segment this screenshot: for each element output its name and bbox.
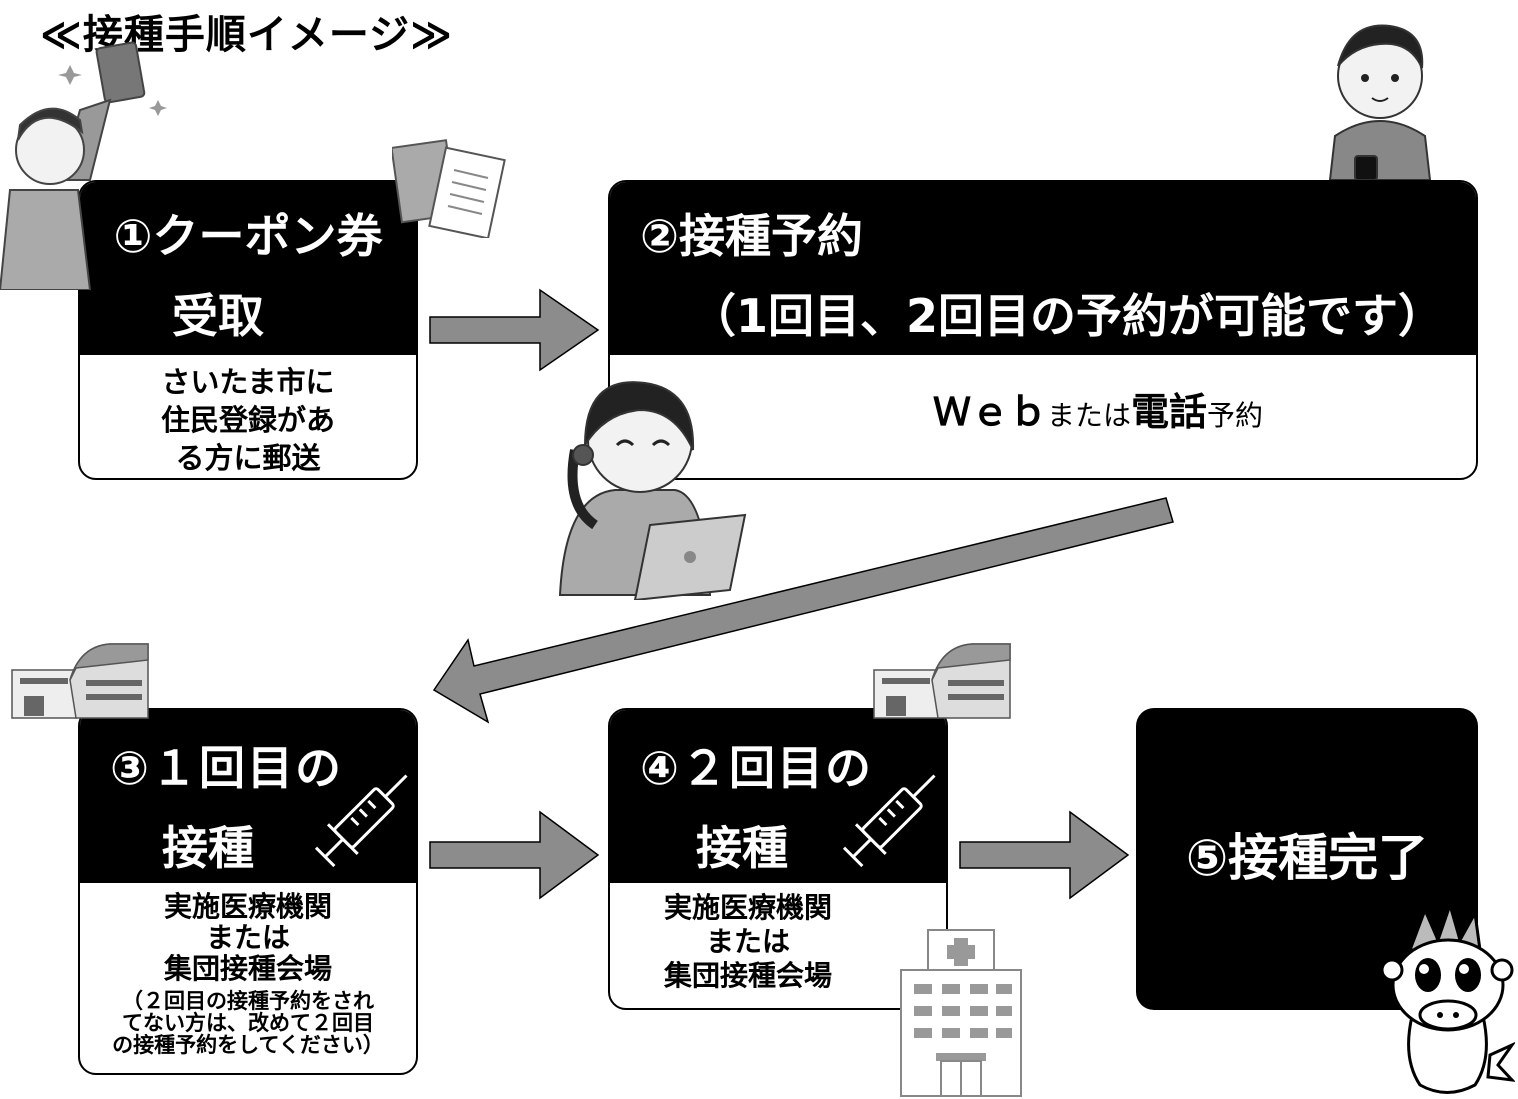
step4-title-line2: 接種 (696, 821, 788, 875)
hospital-icon (900, 929, 1022, 1097)
step3-title-line1: ③１回目の (110, 741, 343, 795)
school-building-icon (873, 643, 1011, 719)
syringe-icon (842, 774, 936, 868)
step3-desc-line: または (205, 921, 290, 954)
step2-description: Ｗｅｂまたは電話予約 (610, 355, 1476, 436)
step4-card: ④２回目の 接種 実施医療機関 または 集団接種会場 (608, 708, 948, 1010)
arrow-step2-to-step3 (432, 497, 1174, 724)
step1-card: ①クーポン券 受取 さいたま市に 住民登録があ る方に郵送 (78, 180, 418, 480)
step3-header: ③１回目の 接種 (80, 710, 416, 883)
step3-desc-line: 集団接種会場 (163, 952, 332, 985)
step5-box: ⑤接種完了 (1136, 708, 1478, 1010)
step1-title-line2: 受取 (172, 289, 264, 343)
step3-note-line: （２回目の接種予約をされ (122, 989, 374, 1013)
step3-note: （２回目の接種予約をされ てない方は、改めて２回目 の接種予約をしてください） (80, 990, 416, 1056)
step4-description: 実施医療機関 または 集団接種会場 (610, 883, 946, 993)
step3-desc-line: 実施医療機関 (163, 890, 332, 923)
syringe-icon (314, 774, 408, 868)
arrow-step1-to-step2 (429, 288, 600, 372)
step1-title-line1: ①クーポン券 (113, 209, 383, 263)
arrow-step4-to-step5 (959, 810, 1130, 900)
step2-title-line1: ②接種予約 (640, 209, 863, 263)
school-building-icon (11, 643, 149, 719)
step2-yoyaku: 予約 (1207, 399, 1264, 432)
step3-title-line2: 接種 (162, 821, 254, 875)
arrow-step3-to-step4 (429, 810, 600, 900)
mascot-character-icon (1380, 905, 1515, 1094)
step1-description: さいたま市に 住民登録があ る方に郵送 (80, 355, 416, 477)
step3-card: ③１回目の 接種 実施医療機関 または 集団接種会場 （２回目の接種予約をされ … (78, 708, 418, 1075)
step3-description: 実施医療機関 または 集団接種会場 （２回目の接種予約をされ てない方は、改めて… (80, 883, 416, 1056)
step5-label: ⑤接種完了 (1185, 829, 1429, 887)
step4-desc-line: または (705, 925, 790, 958)
businessman-phone-icon (1328, 24, 1432, 180)
call-operator-icon (558, 381, 747, 600)
step2-denwa: 電話 (1131, 390, 1208, 434)
step2-web: Ｗｅｂ (932, 390, 1047, 434)
step4-title-line1: ④２回目の (640, 741, 873, 795)
step4-desc-line: 実施医療機関 (663, 891, 832, 924)
man-with-coupon-icon (0, 41, 167, 290)
step2-card: ②接種予約 （1回目、2回目の予約が可能です） Ｗｅｂまたは電話予約 (608, 180, 1478, 480)
step1-desc-line: さいたま市に (161, 365, 335, 399)
step3-note-line: の接種予約をしてください） (112, 1033, 384, 1057)
envelope-document-icon (392, 139, 506, 238)
step2-title-line2: （1回目、2回目の予約が可能です） (690, 289, 1445, 343)
step2-mata: または (1046, 399, 1131, 432)
step4-header: ④２回目の 接種 (610, 710, 946, 883)
step1-header: ①クーポン券 受取 (80, 182, 416, 355)
step3-note-line: てない方は、改めて２回目 (122, 1011, 374, 1035)
step2-header: ②接種予約 （1回目、2回目の予約が可能です） (610, 182, 1476, 355)
step1-desc-line: 住民登録があ (160, 403, 335, 437)
step1-desc-line: る方に郵送 (175, 441, 321, 475)
step4-desc-line: 集団接種会場 (663, 959, 832, 992)
